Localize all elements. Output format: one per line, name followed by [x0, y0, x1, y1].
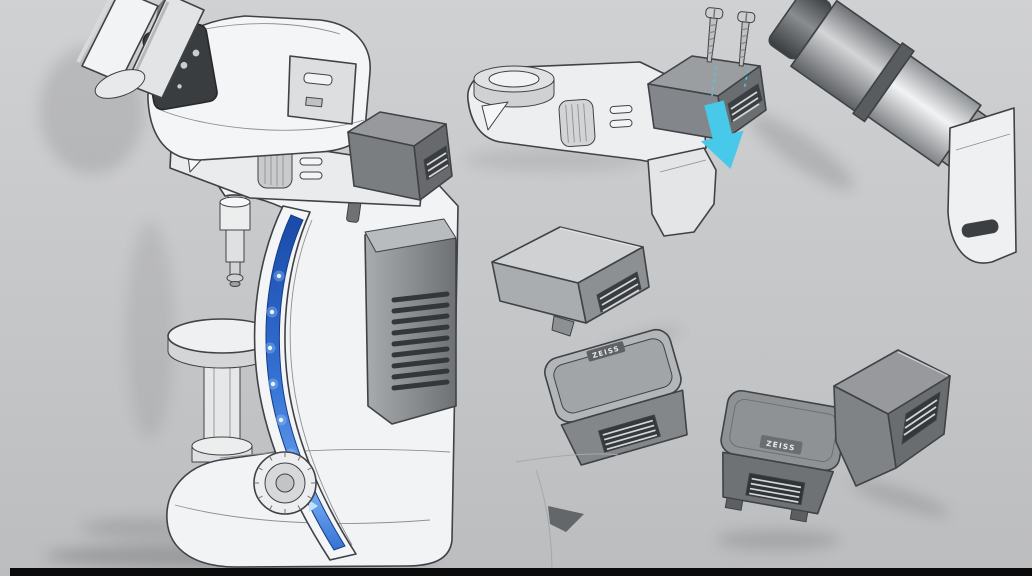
head-camera-module [347, 111, 453, 201]
band-slot-2 [299, 171, 323, 180]
bottom-bar [10, 568, 1032, 576]
module-side-view [491, 226, 650, 337]
module-rear-view [833, 349, 951, 487]
focus-knob [253, 451, 317, 515]
installing-module [647, 55, 767, 141]
cooling-vents [391, 291, 450, 391]
construction-lines [515, 453, 619, 575]
module-front-view: ZEISS [720, 389, 847, 523]
mount-slot [961, 219, 999, 238]
led-strip-marker [309, 500, 318, 512]
condenser-lens [229, 281, 241, 287]
module-top-view: ZEISS [544, 328, 688, 466]
specimen-stage [167, 318, 277, 463]
mount-bracket [467, 61, 717, 237]
sketch-wedge [548, 506, 584, 532]
head-side-box [287, 55, 357, 125]
binocular-eyepieces [76, 0, 205, 99]
brand-plate [759, 435, 803, 455]
barrel-mount [947, 107, 1017, 264]
bracket-triangle-detail [481, 101, 509, 131]
bracket-arm-drop [647, 147, 717, 237]
cooling-tower [364, 218, 457, 425]
screw-guide-lines [711, 65, 749, 97]
screw-1 [705, 7, 724, 63]
band-slot-1 [299, 157, 323, 166]
exploded-assembly [467, 7, 767, 237]
microscope-sketch [76, 0, 459, 568]
screw-2 [737, 11, 756, 67]
knob-ridges [254, 452, 316, 514]
bracket-knurled-knob [558, 98, 596, 148]
head-slot [303, 72, 333, 86]
insert-direction-arrow [700, 100, 744, 169]
brand-plate [586, 341, 626, 362]
module-foot [551, 315, 575, 337]
